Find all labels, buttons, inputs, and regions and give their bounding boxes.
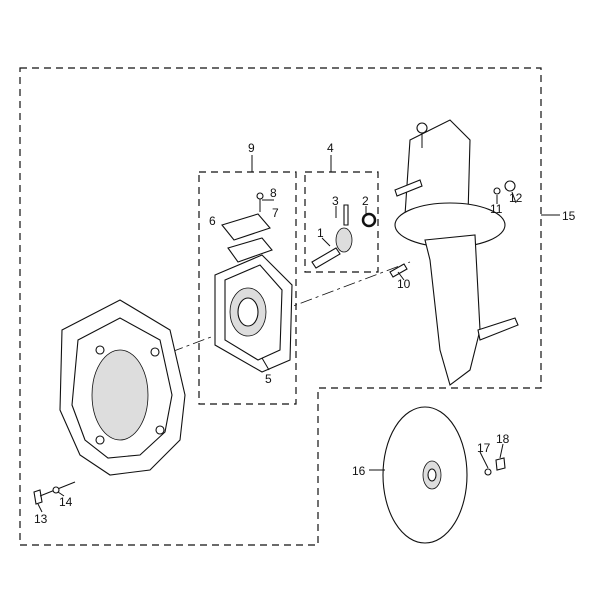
callout-14: 14 — [59, 495, 73, 509]
coupling-plate-16 — [382, 406, 468, 544]
callout-10: 10 — [397, 277, 411, 291]
bolt-13-14 — [33, 481, 76, 505]
pin-10 — [389, 263, 408, 278]
flywheel-housing — [59, 299, 186, 476]
kit-9-boundary — [198, 171, 297, 405]
callout-13: 13 — [34, 512, 48, 526]
callout-8: 8 — [270, 186, 277, 200]
o-ring-2 — [361, 212, 377, 228]
input-shaft-1 — [311, 227, 353, 269]
callout-18: 18 — [496, 432, 510, 446]
nut-11-12 — [493, 180, 516, 195]
callout-17: 17 — [477, 441, 491, 455]
bolt-17-18 — [484, 457, 506, 476]
kit-4-boundary — [304, 171, 379, 273]
screw-3 — [343, 204, 349, 226]
callout-15: 15 — [562, 209, 576, 223]
callout-4: 4 — [327, 141, 334, 155]
callout-1: 1 — [317, 226, 324, 240]
callout-2: 2 — [362, 194, 369, 208]
screw-8 — [256, 192, 264, 212]
callout-7: 7 — [272, 206, 279, 220]
gasket-6 — [221, 213, 271, 241]
callout-3: 3 — [332, 194, 339, 208]
assembly-15-boundary — [19, 67, 542, 546]
callout-5: 5 — [265, 372, 272, 386]
callout-16: 16 — [352, 464, 366, 478]
callout-12: 12 — [509, 191, 523, 205]
upper-gear-housing — [394, 119, 519, 386]
callout-11: 11 — [490, 202, 503, 216]
adapter-plate-5 — [214, 237, 293, 373]
callout-6: 6 — [209, 214, 216, 228]
callout-9: 9 — [248, 141, 255, 155]
